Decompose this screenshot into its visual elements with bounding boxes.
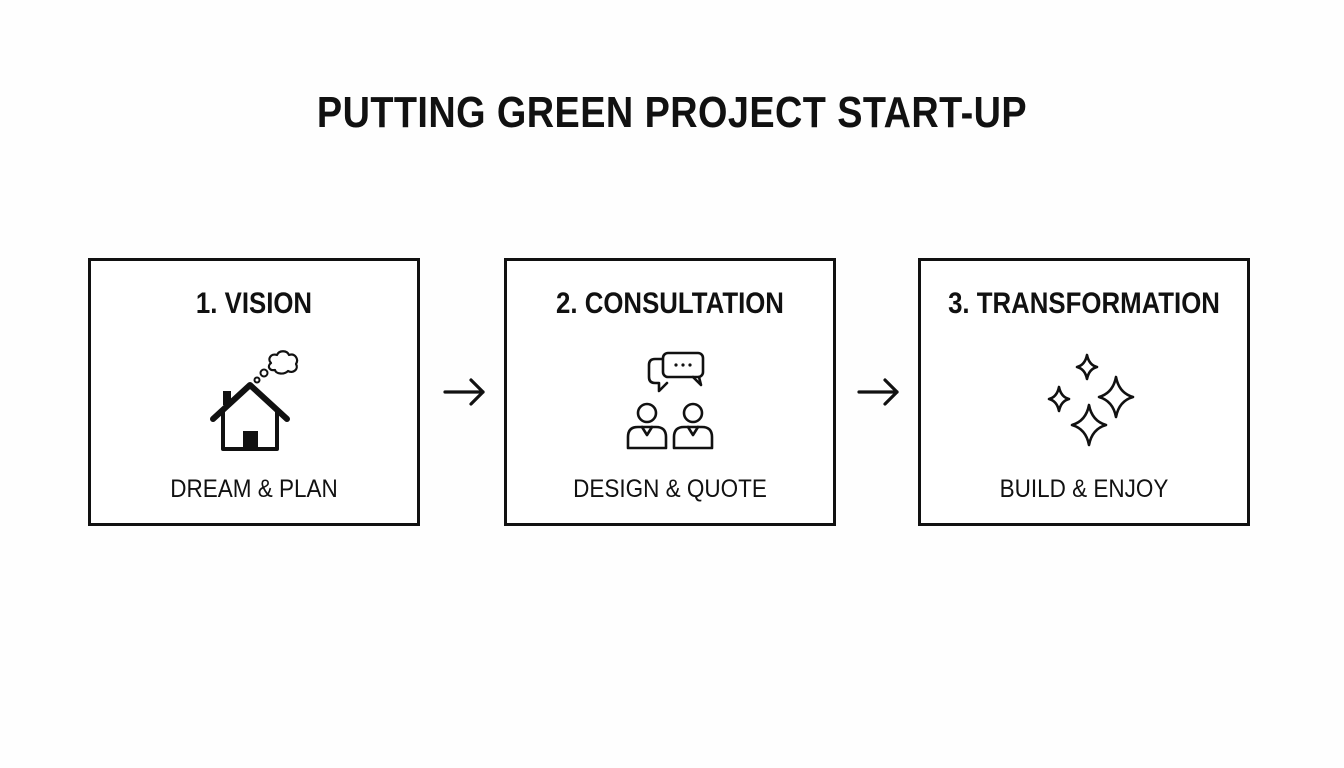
diagram-title: PUTTING GREEN PROJECT START-UP	[316, 88, 1028, 137]
step-label: BUILD & ENJOY	[999, 475, 1169, 503]
step-vision: 1. VISION DREAM & PLAN	[88, 258, 420, 526]
arrow-right-icon	[856, 372, 902, 412]
step-label: DREAM & PLAN	[170, 475, 338, 503]
step-title: 3. TRANSFORMATION	[948, 287, 1220, 320]
step-transformation: 3. TRANSFORMATION BUILD & ENJOY	[918, 258, 1250, 526]
step-consultation: 2. CONSULTATION DESIGN & QUO	[504, 258, 836, 526]
house-with-thought-bubble-icon	[199, 349, 309, 459]
step-label: DESIGN & QUOTE	[573, 475, 767, 503]
sparkles-icon	[1029, 349, 1139, 459]
people-conversation-icon	[615, 349, 725, 459]
step-title: 1. VISION	[195, 287, 313, 320]
step-title: 2. CONSULTATION	[556, 287, 784, 320]
arrow-right-icon	[442, 372, 488, 412]
